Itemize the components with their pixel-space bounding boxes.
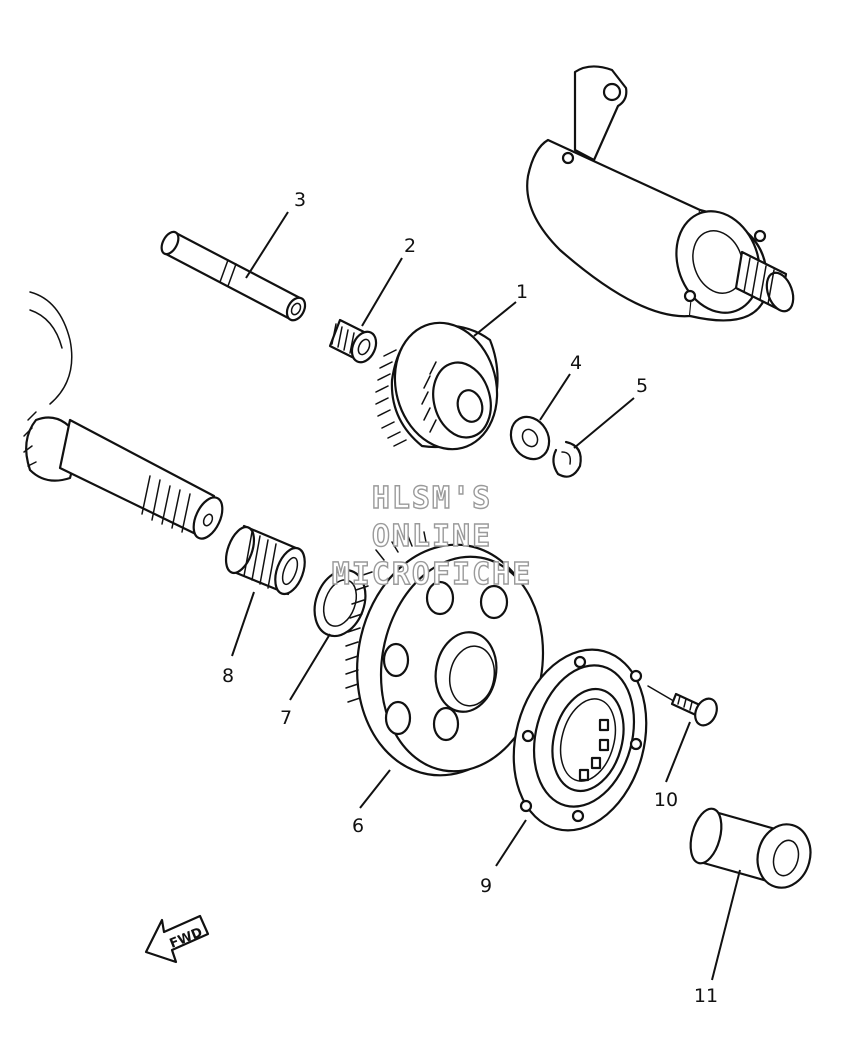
callout-8: 8: [222, 665, 234, 687]
callout-1: 1: [516, 281, 528, 303]
starter-clutch-part-9: [512, 648, 648, 832]
idle-gear-part-1: [375, 321, 499, 451]
callout-6: 6: [352, 815, 364, 837]
callout-2: 2: [404, 235, 416, 257]
leader-lines: [231, 211, 741, 981]
watermark-line-3: MICROFICHE: [332, 557, 533, 592]
callout-11: 11: [694, 985, 718, 1007]
circlip-part-5: [552, 440, 582, 478]
washer-part-4: [509, 415, 551, 461]
fwd-direction-arrow: FWD: [144, 914, 210, 964]
callout-labels: 3 2 1 4 5 8 7 6 9 10 11: [222, 189, 718, 1007]
bolt-part-10: [670, 692, 718, 727]
wheel-gear-part-6: [345, 531, 545, 777]
callout-9: 9: [480, 875, 492, 897]
crankshaft: [23, 291, 224, 540]
bearing-part-8: [224, 524, 306, 596]
collar-part-11: [689, 807, 812, 889]
callout-10: 10: [654, 789, 678, 811]
starter-motor: [526, 65, 795, 322]
callout-4: 4: [570, 352, 582, 374]
callout-5: 5: [636, 375, 648, 397]
needle-bearing-part-2: [328, 318, 378, 364]
callout-7: 7: [280, 707, 292, 729]
watermark-line-1: HLSM'S: [372, 481, 492, 516]
shaft-part-3: [160, 230, 307, 322]
watermark: HLSM'S ONLINE MICROFICHE: [331, 480, 533, 592]
watermark-line-2: ONLINE: [372, 519, 492, 554]
callout-3: 3: [294, 189, 306, 211]
